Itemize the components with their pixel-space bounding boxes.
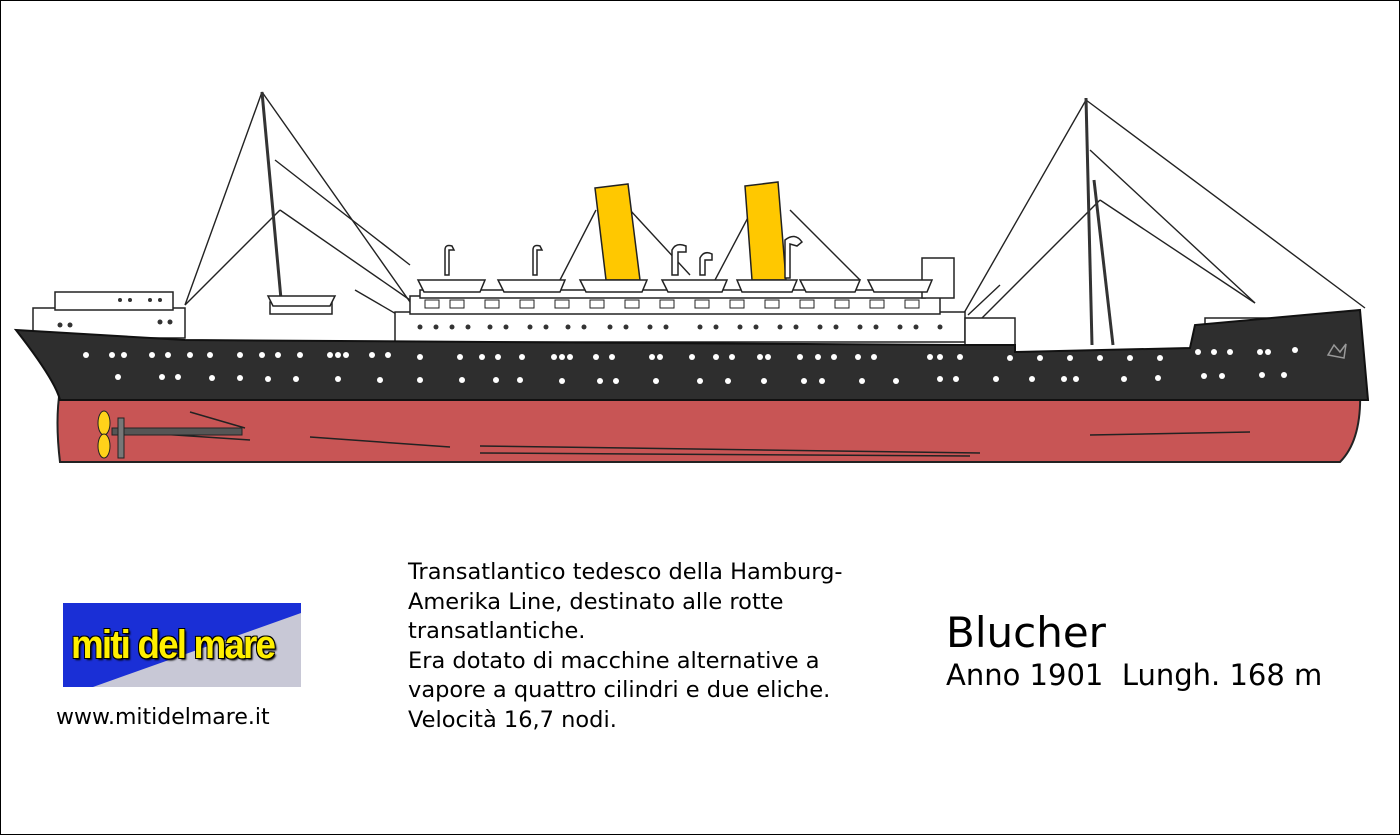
rigging xyxy=(184,91,1366,323)
ship-specs: Anno 1901 Lungh. 168 m xyxy=(946,658,1322,692)
hull-portholes xyxy=(83,347,1298,384)
ship-year: Anno 1901 xyxy=(946,658,1104,692)
hull-lower xyxy=(56,389,1362,463)
website-link[interactable]: www.mitidelmare.it xyxy=(56,705,270,730)
ship-illustration xyxy=(13,91,1370,463)
bow-emblem xyxy=(1326,343,1347,359)
description-line: transatlantiche. xyxy=(408,618,586,644)
superstructure xyxy=(32,257,1326,347)
ship-name: Blucher xyxy=(946,608,1106,657)
logo-text: miti del mare xyxy=(71,623,276,667)
description-line: Velocità 16,7 nodi. xyxy=(408,706,617,733)
upper-windows xyxy=(424,299,920,309)
logo-wedge xyxy=(93,613,301,687)
superstructure-portholes xyxy=(57,298,943,330)
logo[interactable]: miti del mare xyxy=(63,603,301,687)
description-line: Era dotato di macchine alternative a xyxy=(408,647,820,674)
funnels xyxy=(594,181,787,281)
lifeboats xyxy=(266,279,934,307)
ship-length: Lungh. 168 m xyxy=(1121,658,1323,692)
description-line: Transatlantico tedesco della Hamburg- xyxy=(408,559,843,585)
ventilators xyxy=(444,235,804,279)
description-line: Amerika Line, destinato alle rotte xyxy=(408,588,784,615)
ship-description: Transatlantico tedesco della Hamburg- Am… xyxy=(408,558,898,735)
masts xyxy=(260,91,1115,346)
propeller xyxy=(97,410,243,459)
description-line: vapore a quattro cilindri e due eliche. xyxy=(408,677,831,703)
